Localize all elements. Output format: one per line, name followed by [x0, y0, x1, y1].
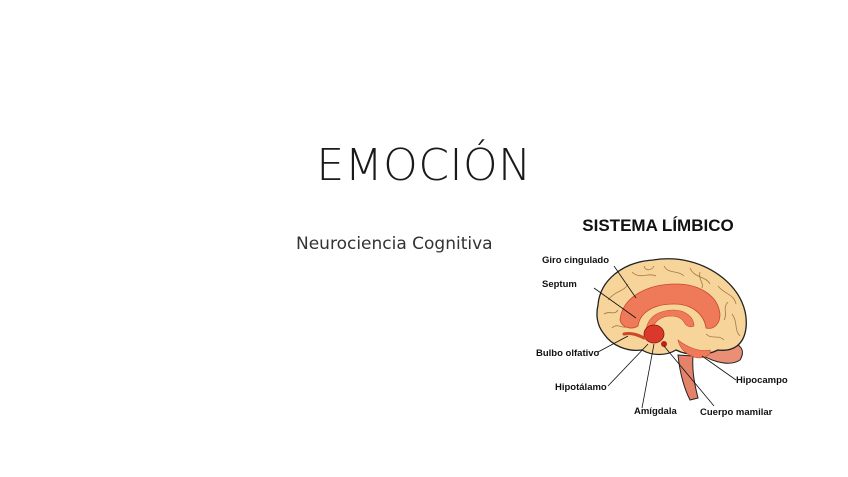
leader-lines [593, 265, 737, 409]
slide-title: EMOCIÓN [316, 140, 532, 191]
hipocampo-shape [677, 339, 711, 359]
label-amigdala: Amígdala [634, 406, 677, 417]
giro-cingulado-shape [619, 283, 721, 329]
label-hipocampo: Hipocampo [736, 375, 788, 386]
bulbo-olfativo-shape [622, 332, 646, 340]
label-septum: Septum [542, 279, 577, 290]
label-hipotalamo: Hipotálamo [555, 382, 607, 393]
brain-stem [677, 354, 699, 401]
slide-subtitle: Neurociencia Cognitiva [296, 234, 493, 254]
label-bulbo-olfativo: Bulbo olfativo [536, 348, 600, 359]
amigdala-shape [643, 324, 665, 344]
fornix-shape [645, 309, 695, 333]
brain-illustration [593, 258, 747, 409]
label-cuerpo-mamilar: Cuerpo mamilar [700, 407, 773, 418]
cuerpo-mamilar-shape [661, 341, 667, 347]
limbic-system-figure: SISTEMA LÍMBICO [528, 210, 788, 425]
label-giro-cingulado: Giro cingulado [542, 255, 610, 266]
figure-title: SISTEMA LÍMBICO [582, 216, 734, 235]
